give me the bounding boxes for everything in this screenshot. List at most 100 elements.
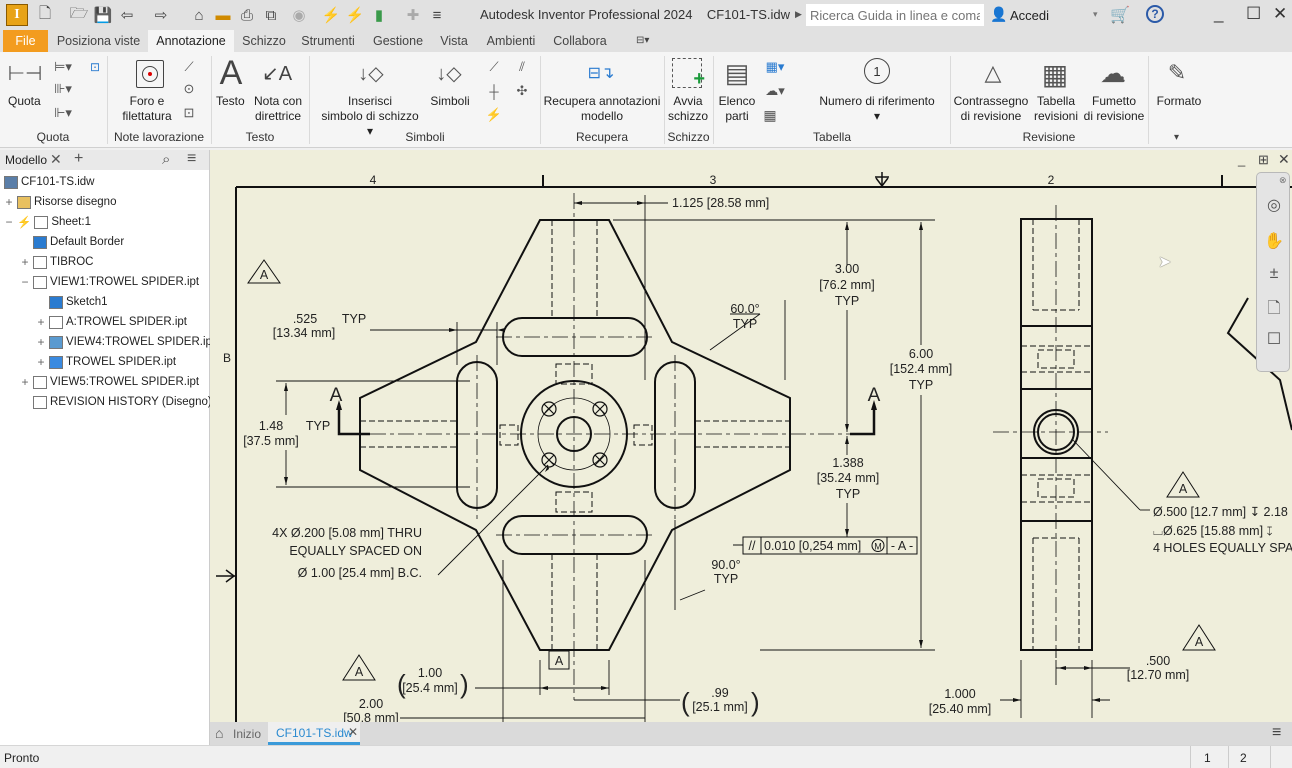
revision-tag-label[interactable]: A — [260, 268, 269, 282]
tab-ambienti[interactable]: Ambienti — [486, 34, 536, 48]
revision-tag-label[interactable]: A — [1195, 635, 1204, 649]
expand-toggle-icon[interactable]: − — [21, 275, 29, 289]
tab-menu-icon[interactable]: ≡ — [1272, 724, 1282, 741]
hole-table-icon[interactable]: ▦▾ — [765, 59, 785, 74]
expand-toggle-icon[interactable]: + — [21, 375, 29, 389]
navbar-close-icon[interactable]: ⊗ — [1279, 175, 1287, 185]
print-icon[interactable]: ⎙ — [240, 6, 253, 24]
browser-tab-modello[interactable]: Modello — [5, 153, 48, 167]
format-expand-icon[interactable]: ▾ — [1174, 132, 1180, 143]
centered-pattern-icon[interactable]: ✣ — [516, 83, 528, 98]
home-icon[interactable]: ⌂ — [194, 6, 204, 24]
dim-148[interactable]: 1.48 — [259, 419, 283, 433]
zoom-icon[interactable]: ± — [1269, 265, 1279, 282]
hole-note-line-1[interactable]: 4X Ø.200 [5.08 mm] THRU — [272, 526, 422, 540]
dim-300[interactable]: 3.00 — [835, 262, 859, 276]
balloon-button[interactable]: Numero di riferimento▾ — [819, 94, 935, 123]
measure-icon[interactable]: ▬ — [215, 6, 231, 24]
drawing-canvas[interactable]: 4 3 2 B — [210, 150, 1292, 722]
new-icon[interactable]: 🗋 — [38, 4, 52, 22]
add-tab-icon[interactable]: + — [74, 150, 84, 167]
tree-item[interactable]: −VIEW1:TROWEL SPIDER.ipt — [20, 272, 199, 292]
chevron-down-icon[interactable]: ▾ — [1093, 9, 1098, 19]
dim-099[interactable]: .99 — [711, 686, 728, 700]
auto-centerline-icon[interactable]: ⚡ — [485, 107, 503, 122]
expand-toggle-icon[interactable]: + — [5, 195, 13, 209]
cart-icon[interactable]: 🛒 — [1110, 7, 1130, 24]
fcf-tolerance[interactable]: 0.010 [0,254 mm] — [764, 539, 861, 553]
text-icon[interactable]: A — [219, 53, 243, 92]
redo-icon[interactable]: ⇨ — [154, 7, 168, 24]
tab-home[interactable]: Inizio — [233, 727, 262, 741]
chamfer-note-icon[interactable]: ⟋ — [184, 59, 194, 74]
leader-text-icon[interactable]: ↙A — [261, 62, 293, 85]
inventor-logo[interactable]: I — [6, 4, 28, 26]
text-button[interactable]: Testo — [216, 94, 245, 108]
expand-toggle-icon[interactable]: + — [37, 355, 45, 369]
hole-thread-icon[interactable] — [136, 60, 164, 88]
save-icon[interactable]: 💾 — [93, 7, 113, 24]
tab-posiziona-viste[interactable]: Posiziona viste — [56, 34, 141, 48]
centerline-bisector-icon[interactable]: ⫽ — [519, 59, 525, 74]
expand-toggle-icon[interactable]: + — [37, 315, 45, 329]
tree-item[interactable]: +TROWEL SPIDER.ipt — [36, 352, 176, 372]
tree-item[interactable]: CF101-TS.idw — [4, 172, 95, 192]
angle-60[interactable]: 60.0° — [730, 302, 759, 316]
panel-toggle-icon[interactable]: ⊟▾ — [636, 35, 650, 46]
dim-525[interactable]: .525 — [293, 312, 317, 326]
format-button[interactable]: Formato — [1156, 94, 1202, 108]
dim-600[interactable]: 6.00 — [909, 347, 933, 361]
dim-1125[interactable]: 1.125 [28.58 mm] — [672, 196, 769, 210]
maximize-button[interactable]: ☐ — [1246, 4, 1262, 23]
balloon-icon[interactable]: 1 — [864, 58, 890, 84]
tree-item[interactable]: +VIEW5:TROWEL SPIDER.ipt — [20, 372, 199, 392]
ordinate-dim-icon[interactable]: ⊪▾ — [54, 81, 72, 96]
add-icon[interactable]: ✚ — [406, 7, 420, 24]
tree-item[interactable]: Sketch1 — [36, 292, 108, 312]
search-expand-icon[interactable]: ▶ — [795, 9, 802, 19]
expand-toggle-icon[interactable]: − — [5, 215, 13, 229]
section-label[interactable]: A — [330, 385, 343, 406]
view-tile-button[interactable]: ⊞ — [1258, 152, 1269, 167]
view-minimize-button[interactable]: _ — [1238, 152, 1246, 167]
tree-item[interactable]: +TIBROC — [20, 252, 93, 272]
sketch-symbol-icon[interactable]: ↓◇ — [358, 62, 384, 85]
sign-in-link[interactable]: Accedi — [1010, 8, 1050, 23]
tree-item[interactable]: +A:TROWEL SPIDER.ipt — [36, 312, 187, 332]
undo-icon[interactable]: ⇦ — [120, 7, 134, 24]
steering-wheel-icon[interactable]: ◎ — [1267, 197, 1281, 214]
baseline-dim-icon[interactable]: ⊨▾ — [54, 59, 72, 74]
appearance-icon[interactable]: ◉ — [292, 7, 306, 24]
rebuild-icon[interactable]: ⚡ — [345, 7, 365, 24]
general-table-icon[interactable]: ▦ — [763, 106, 777, 123]
section-label[interactable]: A — [868, 385, 881, 406]
view-close-button[interactable]: ✕ — [1278, 151, 1290, 167]
tab-annotazione[interactable]: Annotazione — [148, 30, 234, 52]
dim-1388[interactable]: 1.388 — [832, 456, 863, 470]
tab-gestione[interactable]: Gestione — [372, 34, 424, 48]
dim-100[interactable]: 1.00 — [418, 666, 442, 680]
symbols-icon[interactable]: ↓◇ — [436, 62, 462, 85]
customize-icon[interactable]: ≡ — [432, 6, 442, 24]
dim-200[interactable]: 2.00 — [359, 697, 383, 711]
help-icon[interactable]: ? — [1146, 5, 1164, 23]
tree-item[interactable]: REVISION HISTORY (Disegno) — [20, 392, 212, 412]
dim-1000[interactable]: 1.000 — [944, 687, 975, 701]
export-icon[interactable]: ▮ — [374, 7, 384, 24]
revision-table-icon[interactable]: ▦ — [1041, 58, 1069, 90]
revision-tag-icon[interactable]: △ — [984, 60, 1002, 85]
menu-icon[interactable]: ≡ — [187, 150, 197, 167]
tree-item[interactable]: +Risorse disegno — [4, 192, 116, 212]
tab-document[interactable]: CF101-TS.idw ✕ — [268, 722, 360, 745]
parts-list-icon[interactable]: ▤ — [724, 57, 750, 88]
revision-cloud-table-icon[interactable]: ☁▾ — [765, 83, 785, 98]
zoom-window-icon[interactable]: ☐ — [1266, 331, 1282, 348]
